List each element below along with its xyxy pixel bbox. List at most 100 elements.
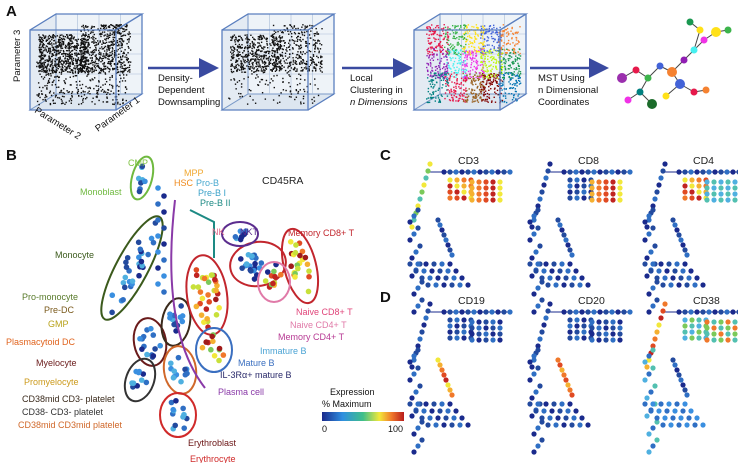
cluster-node <box>175 354 182 361</box>
mst-node <box>617 73 627 83</box>
population-label: Mature B <box>238 358 275 368</box>
tree-node <box>427 275 433 281</box>
tree-node <box>617 185 623 191</box>
tree-node <box>682 309 688 315</box>
cluster-node <box>161 209 167 215</box>
tree-node <box>490 197 496 203</box>
tree-node <box>415 285 421 291</box>
tree-node <box>660 168 666 174</box>
tree-node <box>706 169 712 175</box>
cluster-node <box>248 268 254 274</box>
tree-node <box>682 247 688 253</box>
tree-node <box>411 353 417 359</box>
tree-node <box>409 255 415 261</box>
cluster-node <box>139 346 145 352</box>
tree-node <box>571 415 577 421</box>
tree-node <box>459 415 465 421</box>
tree-node <box>654 415 660 421</box>
cluster-node <box>155 217 161 223</box>
tree-node <box>447 329 453 335</box>
tree-node <box>650 347 656 353</box>
tree-node <box>497 319 503 325</box>
tree-node <box>539 275 545 281</box>
tree-node <box>732 319 738 325</box>
cluster-node <box>292 274 298 280</box>
tree-node <box>704 191 710 197</box>
population-label: Myelocyte <box>36 358 77 368</box>
cluster-node <box>213 312 220 318</box>
tree-node <box>429 408 435 414</box>
tree-node <box>718 325 724 331</box>
cluster-node <box>137 246 144 253</box>
tree-node <box>565 268 571 274</box>
cluster-node <box>203 339 209 345</box>
tree-node <box>704 325 710 331</box>
tree-node <box>427 161 433 167</box>
tree-node <box>415 347 421 353</box>
svg-text:0: 0 <box>322 424 327 434</box>
cluster-node <box>109 309 115 316</box>
tree-node <box>561 169 567 175</box>
tree-node <box>654 279 660 285</box>
tree-node <box>646 231 652 237</box>
tree-node <box>497 325 503 331</box>
tree-node <box>529 255 535 261</box>
tree-node <box>435 217 441 223</box>
tree-node <box>654 437 660 443</box>
tree-node <box>682 189 688 195</box>
mst-node <box>690 88 698 96</box>
tree-node <box>617 191 623 197</box>
tree-node <box>421 322 427 328</box>
tree-node <box>537 336 543 342</box>
tree-node <box>419 275 425 281</box>
tree-node <box>461 323 467 329</box>
cluster-node <box>172 422 179 429</box>
tree-node <box>535 203 541 209</box>
colorbar <box>322 412 404 421</box>
tree-node <box>567 247 573 253</box>
population-label: Promyelocyte <box>24 377 79 387</box>
tree-node <box>529 224 535 230</box>
svg-text:% Maximum: % Maximum <box>322 399 372 409</box>
tree-node <box>589 179 595 185</box>
tree-node <box>449 392 455 398</box>
tree-node <box>596 331 602 337</box>
tree-node <box>617 319 623 325</box>
tree-node <box>672 408 678 414</box>
tree-node <box>495 169 501 175</box>
tree-node <box>543 401 549 407</box>
population-gate <box>257 261 291 303</box>
tree-node <box>531 449 537 455</box>
tree-node <box>696 323 702 329</box>
tree-node <box>650 285 656 291</box>
tree-node <box>654 419 660 425</box>
tree-node <box>447 261 453 267</box>
population-gate <box>100 215 164 321</box>
mst-node <box>711 27 721 37</box>
tree-node <box>589 325 595 331</box>
tree-node <box>615 309 621 315</box>
tree-node <box>559 227 565 233</box>
tree-node <box>567 309 573 315</box>
tree-node <box>581 335 587 341</box>
cluster-node <box>193 303 200 310</box>
population-label: CD38mid CD3- platelet <box>22 394 115 404</box>
tree-node <box>609 309 615 315</box>
tree-node <box>627 169 633 175</box>
tree-node <box>680 268 686 274</box>
tree-node <box>668 282 674 288</box>
mst-node <box>636 88 644 96</box>
tree-node <box>646 309 652 315</box>
cluster-node <box>190 284 197 290</box>
marker-title: CD20 <box>578 295 605 307</box>
tree-node <box>732 191 738 197</box>
tree-node <box>591 169 597 175</box>
tree-node <box>531 213 537 219</box>
cluster-node <box>148 325 154 332</box>
population-label: Pre-B II <box>200 198 231 208</box>
tree-node <box>670 357 676 363</box>
cluster-node <box>210 338 216 345</box>
population-label: CMP <box>128 158 148 168</box>
cluster-node <box>167 311 173 317</box>
tree-node <box>549 408 555 414</box>
